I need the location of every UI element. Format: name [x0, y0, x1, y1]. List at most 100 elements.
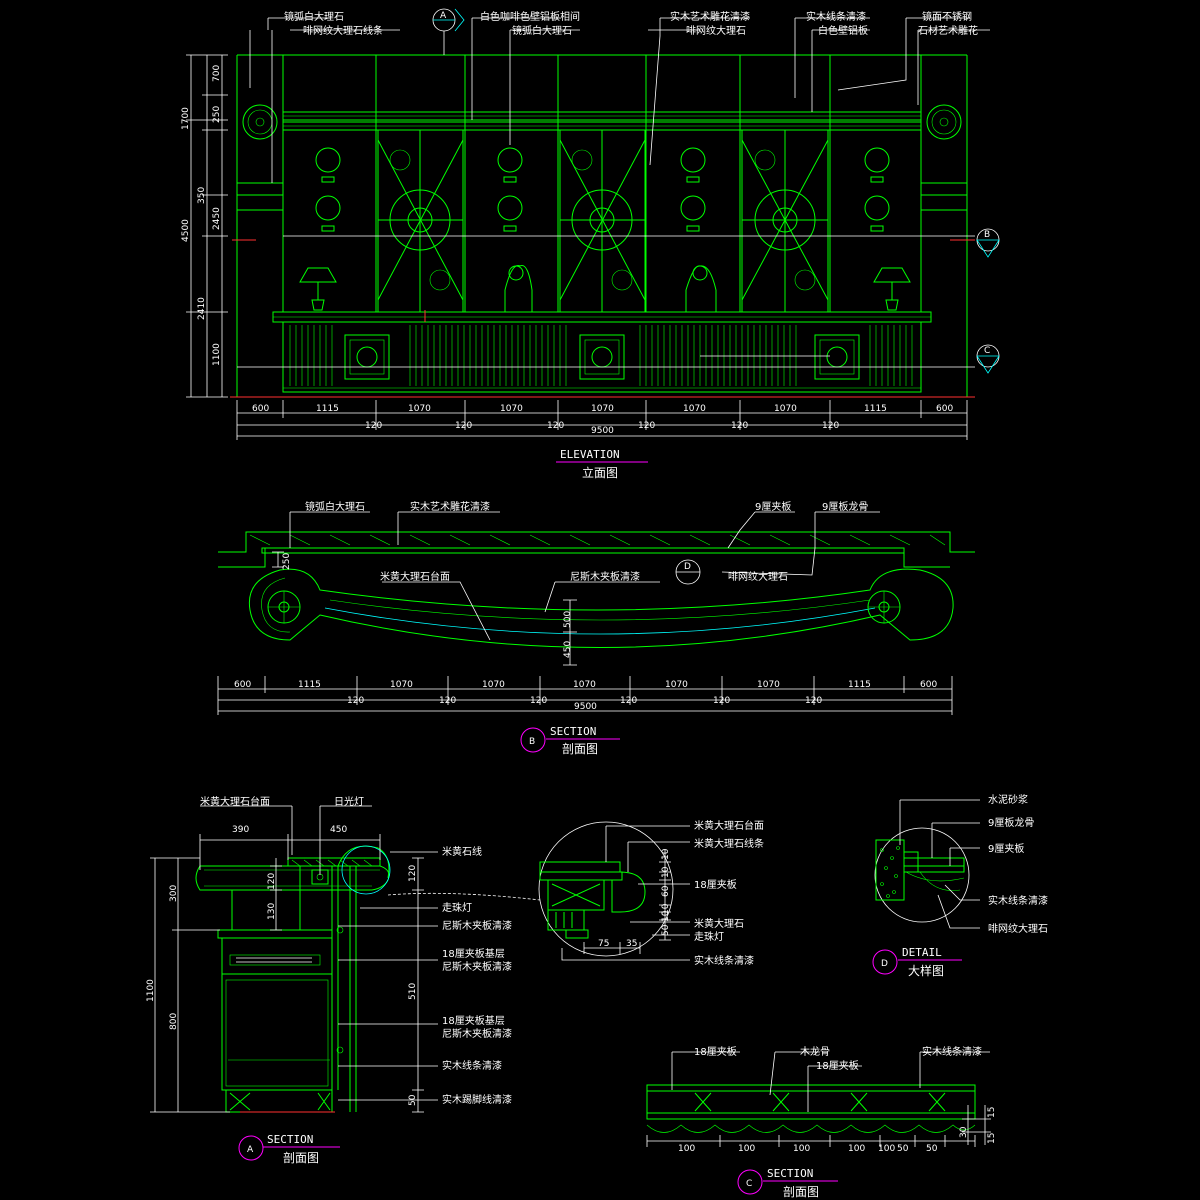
- detd-callout-1: 水泥砂浆: [988, 793, 1028, 806]
- detd-callout-3: 9厘夹板: [988, 842, 1024, 855]
- seca-label-top-1: 米黄大理石台面: [200, 795, 270, 808]
- seca-left-dim-3: 800: [169, 1013, 179, 1030]
- secb-callout-5: 米黄大理石台面: [380, 570, 450, 583]
- moulding-detail-view: 10 10 60 10 10 50 75 35 米黄大理石台面 米黄大理石线条 …: [538, 819, 764, 967]
- hdim-elev-1: 1115: [316, 404, 339, 414]
- seca-callout-6: 18厘夹板基层: [442, 1014, 505, 1027]
- hdim-secb-s1: 120: [439, 696, 456, 706]
- vdim-outer-1: 1700: [181, 107, 191, 130]
- secc-callout-4: 实木线条清漆: [922, 1045, 982, 1058]
- marker-d-label: D: [684, 562, 691, 572]
- seca-title-cn: 剖面图: [283, 1151, 319, 1165]
- hdim-elev-6: 1070: [774, 404, 797, 414]
- hdim-secb-s4: 120: [713, 696, 730, 706]
- hdim-secb-4: 1070: [573, 680, 596, 690]
- detd-title-en: DETAIL: [902, 946, 942, 959]
- hdim-secb-s0: 120: [347, 696, 364, 706]
- hdim-secb-5: 1070: [665, 680, 688, 690]
- secc-vdim-2: 15: [987, 1107, 997, 1118]
- secb-total-dim: 9500: [574, 702, 597, 712]
- marker-a-label: A: [440, 11, 447, 21]
- det-vdim-2: 10: [661, 866, 671, 878]
- hdim-secb-0: 600: [234, 680, 251, 690]
- vdim-inner-3: 350: [197, 187, 207, 204]
- seca-callout-5: 尼斯木夹板清漆: [442, 960, 512, 973]
- secc-hdim-5: 100: [878, 1144, 895, 1154]
- detd-title-cn: 大样图: [908, 963, 944, 978]
- hdim-elev-s1: 120: [455, 421, 472, 431]
- hdim-elev-s2: 120: [547, 421, 564, 431]
- hdim-elev-s5: 120: [822, 421, 839, 431]
- detd-callout-2: 9厘板龙骨: [988, 816, 1034, 829]
- secc-hdim-7: 50: [926, 1144, 938, 1154]
- section-a-view: 390 450 米黄大理石台面 日光灯 1100 300 800 120 130…: [146, 795, 541, 1165]
- det-vdim-1: 10: [661, 848, 671, 860]
- elevation-vertical-dims: 1700 4500 2410 700 250 350 2450 1100: [181, 54, 228, 398]
- det-vdim-6: 50: [661, 924, 671, 936]
- hdim-elev-5: 1070: [683, 404, 706, 414]
- secb-title-cn: 剖面图: [562, 742, 598, 756]
- vdim-inner-1: 700: [212, 65, 222, 82]
- vdim-inner-5: 1100: [212, 343, 222, 366]
- hdim-elev-8: 600: [936, 404, 953, 414]
- vdim-inner-2: 250: [212, 106, 222, 123]
- hdim-secb-2: 1070: [390, 680, 413, 690]
- det-callout-6: 实木线条清漆: [694, 954, 754, 967]
- secb-vdim-1: 250: [282, 553, 292, 570]
- elev-callout-10: 石材艺术雕花: [918, 24, 978, 37]
- secb-vdim-2: 500: [563, 611, 573, 628]
- secb-callout-6: 尼斯木夹板清漆: [570, 570, 640, 583]
- secc-callout-2: 木龙骨: [800, 1045, 830, 1058]
- secb-callout-2: 实木艺术雕花清漆: [410, 500, 490, 513]
- detd-label: D: [881, 959, 888, 969]
- seca-callout-3: 尼斯木夹板清漆: [442, 919, 512, 932]
- det-callout-4: 米黄大理石: [694, 917, 744, 930]
- hdim-elev-4: 1070: [591, 404, 614, 414]
- det-hdim-2: 35: [626, 939, 637, 949]
- seca-label: A: [247, 1145, 254, 1155]
- secc-hdim-6: 50: [897, 1144, 909, 1154]
- section-marker-a: A: [432, 8, 465, 55]
- hdim-elev-7: 1115: [864, 404, 887, 414]
- seca-callout-2: 走珠灯: [442, 901, 472, 914]
- hdim-secb-1: 1115: [298, 680, 321, 690]
- seca-top-dim-1: 390: [232, 825, 249, 835]
- seca-inner-dim-2: 130: [267, 903, 277, 920]
- elev-total-dim: 9500: [591, 426, 614, 436]
- secc-callout-3: 18厘夹板: [816, 1059, 859, 1072]
- detd-callout-5: 啡网纹大理石: [988, 922, 1048, 935]
- secc-hdim-3: 100: [793, 1144, 810, 1154]
- marker-b-label: B: [984, 230, 990, 240]
- section-marker-d: D: [675, 559, 701, 585]
- hdim-secb-s3: 120: [620, 696, 637, 706]
- det-callout-5: 走珠灯: [694, 930, 724, 943]
- elev-callout-7: 实木线条清漆: [806, 10, 866, 23]
- vdim-inner-4: 2450: [212, 207, 222, 230]
- elevation-title-cn: 立面图: [582, 465, 618, 480]
- det-vdim-4: 10: [661, 903, 671, 915]
- seca-callout-4: 18厘夹板基层: [442, 947, 505, 960]
- hdim-elev-s3: 120: [638, 421, 655, 431]
- elev-callout-8: 白色壁铝板: [818, 24, 868, 37]
- vdim-outer-2: 4500: [181, 219, 191, 242]
- det-vdim-5: 10: [661, 910, 671, 922]
- secc-hdim-4: 100: [848, 1144, 865, 1154]
- hdim-elev-2: 1070: [408, 404, 431, 414]
- elev-callout-4: 镜弧白大理石: [512, 24, 572, 37]
- secb-label: B: [529, 737, 535, 747]
- vdim-outer-3: 2410: [197, 297, 207, 320]
- elev-callout-5: 实木艺术雕花清漆: [670, 10, 750, 23]
- secc-callout-1: 18厘夹板: [694, 1045, 737, 1058]
- detd-callout-4: 实木线条清漆: [988, 894, 1048, 907]
- section-c-view: 18厘夹板 木龙骨 18厘夹板 实木线条清漆 100 100 100 100 1…: [646, 1045, 997, 1199]
- seca-label-top-2: 日光灯: [334, 795, 364, 808]
- hdim-secb-s5: 120: [805, 696, 822, 706]
- elev-callout-9: 镜面不锈钢: [922, 10, 972, 23]
- hdim-secb-8: 600: [920, 680, 937, 690]
- section-b-view: 镜弧白大理石 实木艺术雕花清漆 9厘夹板 9厘板龙骨 米黄大理石台面 尼斯木夹板…: [217, 500, 975, 756]
- mortar-hatch: [880, 846, 900, 898]
- hdim-elev-s0: 120: [365, 421, 382, 431]
- secc-title-cn: 剖面图: [783, 1185, 819, 1199]
- seca-left-dim-1: 1100: [146, 979, 156, 1002]
- secb-callout-7: 啡网纹大理石: [728, 570, 788, 583]
